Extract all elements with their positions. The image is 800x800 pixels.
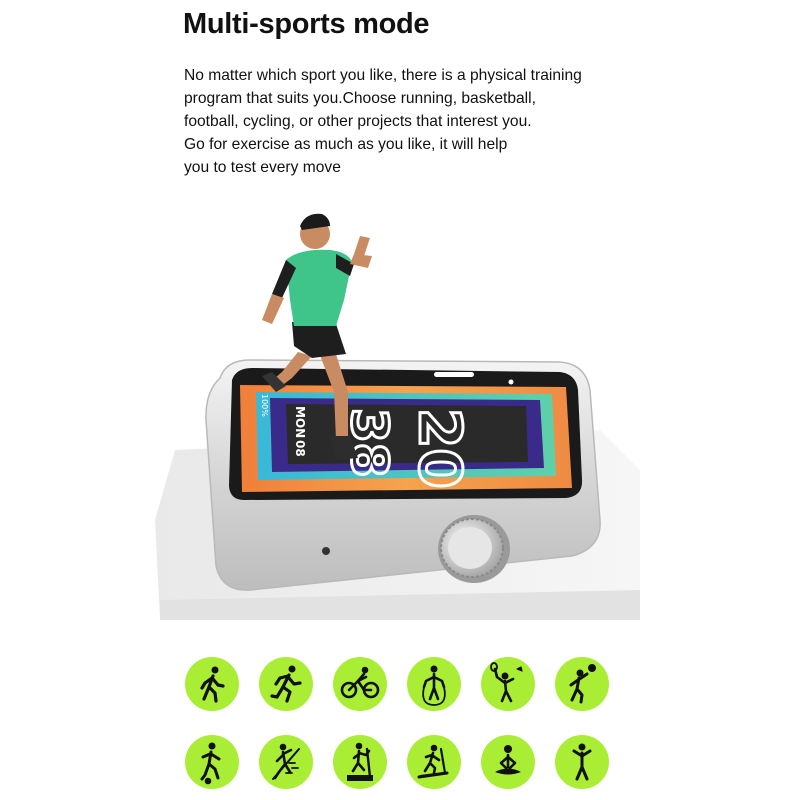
description-line: No matter which sport you like, there is… xyxy=(184,67,582,84)
watch-weekday: MON xyxy=(293,406,307,438)
walking-icon[interactable] xyxy=(185,657,239,711)
description-line: football, cycling, or other projects tha… xyxy=(184,113,532,130)
volleyball-icon[interactable] xyxy=(555,657,609,711)
cycling-icon[interactable] xyxy=(333,657,387,711)
watch-date: 08 xyxy=(293,440,307,457)
jump-rope-icon[interactable] xyxy=(407,657,461,711)
description-line: program that suits you.Choose running, b… xyxy=(184,90,536,107)
free-training-icon[interactable] xyxy=(555,735,609,789)
digital-crown[interactable] xyxy=(438,515,510,583)
description: No matter which sport you like, there is… xyxy=(184,64,624,179)
description-line: Go for exercise as much as you like, it … xyxy=(184,136,508,153)
yoga-icon[interactable] xyxy=(481,735,535,789)
running-icon[interactable] xyxy=(259,657,313,711)
badminton-icon[interactable] xyxy=(481,657,535,711)
football-icon[interactable] xyxy=(185,735,239,789)
watch-hour: 20 xyxy=(406,408,474,489)
description-line: you to test every move xyxy=(184,159,341,176)
page-title: Multi-sports mode xyxy=(183,8,430,40)
elliptical-icon[interactable] xyxy=(333,735,387,789)
smartwatch-hero-image: 20 38 MON 08 100% xyxy=(155,213,640,620)
climbing-icon[interactable] xyxy=(259,735,313,789)
treadmill-icon[interactable] xyxy=(407,735,461,789)
sport-icon-grid xyxy=(0,650,800,800)
watch-status: 100% xyxy=(260,394,269,417)
runner-figure xyxy=(262,213,372,460)
